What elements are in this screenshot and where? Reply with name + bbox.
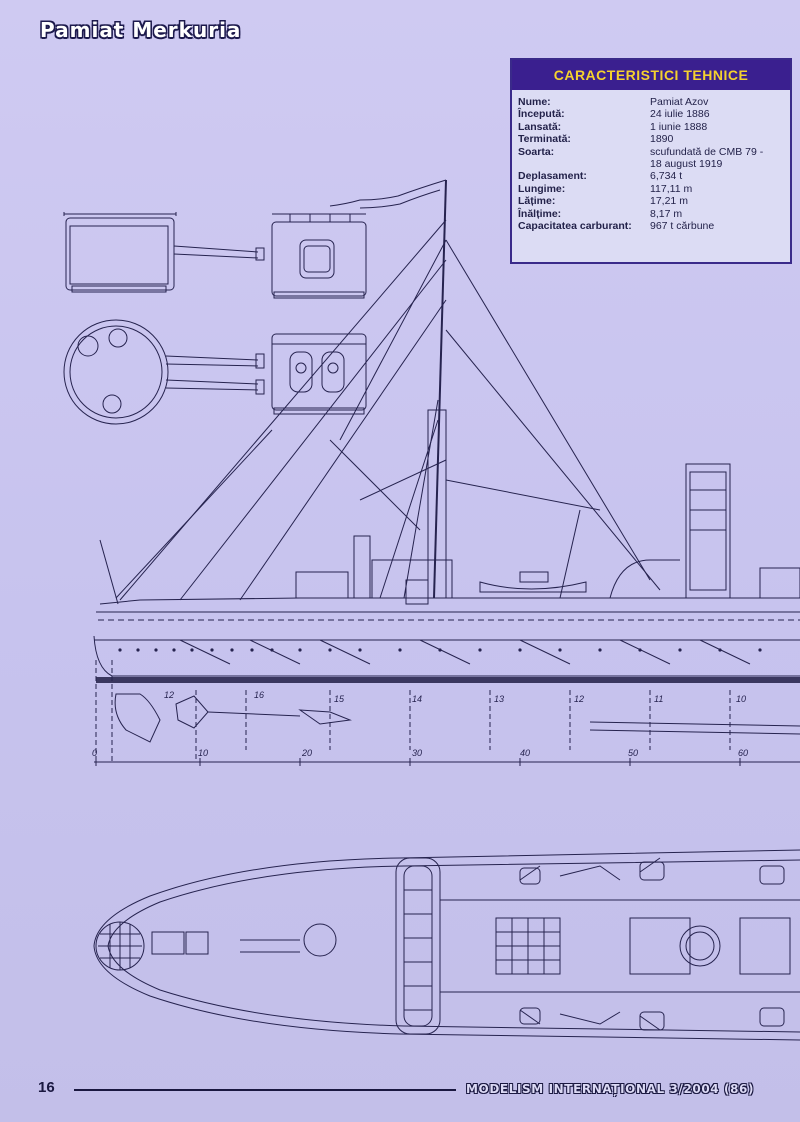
page-title: Pamiat Merkuria	[40, 18, 242, 42]
scale-number: 20	[301, 748, 312, 758]
frame-number: 11	[654, 694, 663, 704]
spec-value: scufundată de CMB 79 -	[650, 145, 764, 158]
footer-divider	[74, 1089, 456, 1091]
spec-value: 18 august 1919	[650, 158, 723, 171]
spec-key: Lansată:	[518, 120, 562, 133]
spec-value: 6,734 t	[650, 170, 683, 183]
spec-row: Lungime: 117,11 m	[518, 183, 784, 195]
frame-number: 15	[334, 694, 345, 704]
spec-value: 24 iulie 1886	[650, 108, 710, 121]
specs-header: CARACTERISTICI TEHNICE	[512, 60, 790, 90]
spec-value: Pamiat Azov	[650, 96, 709, 108]
spec-row: Începută: 24 iulie 1886	[518, 108, 784, 120]
spec-key: Deplasament:	[518, 170, 587, 183]
hull-plan-view	[93, 849, 800, 1041]
spec-row: Lățime: 17,21 m	[518, 195, 784, 207]
hull-side-elevation	[93, 597, 800, 766]
specs-title: CARACTERISTICI TEHNICE	[553, 67, 749, 83]
scale-number: 60	[738, 748, 748, 758]
spec-value: 17,21 m	[650, 195, 688, 208]
page-number: 16	[38, 1079, 55, 1096]
spec-key: Lungime:	[518, 182, 566, 195]
spec-row: 18 august 1919	[518, 158, 784, 170]
magazine-name: MODELISM INTERNAȚIONAL 3/2004 (86)	[466, 1082, 755, 1096]
spec-row: Soarta: scufundată de CMB 79 -	[518, 146, 784, 158]
turret-detail-front	[271, 213, 367, 299]
spec-key	[518, 158, 650, 170]
turret-detail-plan	[63, 319, 265, 425]
spec-value: 117,11 m	[650, 182, 693, 195]
scale-number: 0	[92, 748, 97, 758]
spec-key: Nume:	[518, 96, 551, 108]
frame-number: 13	[494, 694, 504, 704]
scale-number: 50	[628, 748, 638, 758]
spec-row: Deplasament: 6,734 t	[518, 170, 784, 182]
spec-key: Soarta:	[518, 145, 555, 158]
spec-row: Înălțime: 8,17 m	[518, 208, 784, 220]
frame-number: 10	[736, 694, 746, 704]
scale-number: 10	[198, 748, 208, 758]
spec-value: 1 iunie 1888	[650, 120, 708, 133]
frame-number: 12	[574, 694, 584, 704]
turret-detail-side	[63, 212, 265, 293]
turret-detail-rear	[271, 333, 367, 415]
spec-key: Începută:	[518, 108, 565, 121]
spec-row: Capacitatea carburant: 967 t cărbune	[518, 220, 784, 232]
spec-key: Capacitatea carburant:	[518, 220, 632, 233]
spec-key: Terminată:	[518, 133, 571, 146]
spec-row: Lansată: 1 iunie 1888	[518, 121, 784, 133]
scale-number: 30	[412, 748, 422, 758]
frame-number: 16	[254, 690, 264, 700]
frame-number: 14	[412, 694, 422, 704]
spec-row: Nume: Pamiat Azov	[518, 96, 784, 108]
spec-value: 967 t cărbune	[650, 220, 715, 233]
spec-value: 1890	[650, 133, 674, 146]
frame-number: 12	[164, 690, 174, 700]
spec-row: Terminată: 1890	[518, 133, 784, 145]
spec-key: Înălțime:	[518, 207, 562, 220]
scale-number: 40	[520, 748, 530, 758]
spec-value: 8,17 m	[650, 207, 683, 220]
superstructure	[295, 463, 800, 605]
spec-key: Lățime:	[518, 195, 556, 208]
mast-rigging	[99, 179, 661, 605]
